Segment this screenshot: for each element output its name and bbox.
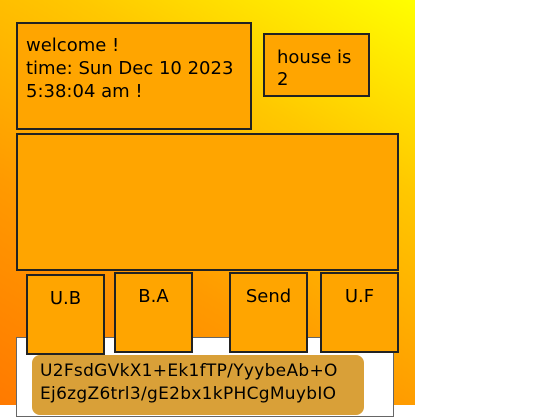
message-bubble: U2FsdGVkX1+Ek1fTP/YyybeAb+O Ej6zgZ6trl3/…: [32, 355, 364, 415]
welcome-box: welcome ! time: Sun Dec 10 2023 5:38:04 …: [16, 22, 252, 130]
app-background: welcome ! time: Sun Dec 10 2023 5:38:04 …: [0, 0, 415, 417]
time-clock-text: 5:38:04 am !: [26, 81, 143, 102]
house-value: 2: [277, 69, 289, 90]
ub-button[interactable]: U.B: [26, 274, 105, 355]
send-button[interactable]: Send: [229, 272, 308, 353]
ba-button[interactable]: B.A: [114, 272, 193, 353]
uf-button[interactable]: U.F: [320, 272, 399, 353]
message-line-2: Ej6zgZ6trl3/gE2bx1kPHCgMuybIO: [40, 384, 337, 404]
house-label: house is: [277, 47, 352, 68]
main-panel: [16, 133, 399, 271]
time-text: time: Sun Dec 10 2023: [26, 58, 234, 79]
house-box: house is 2: [263, 33, 370, 97]
welcome-text: welcome !: [26, 35, 120, 56]
message-line-1: U2FsdGVkX1+Ek1fTP/YyybeAb+O: [40, 361, 338, 381]
